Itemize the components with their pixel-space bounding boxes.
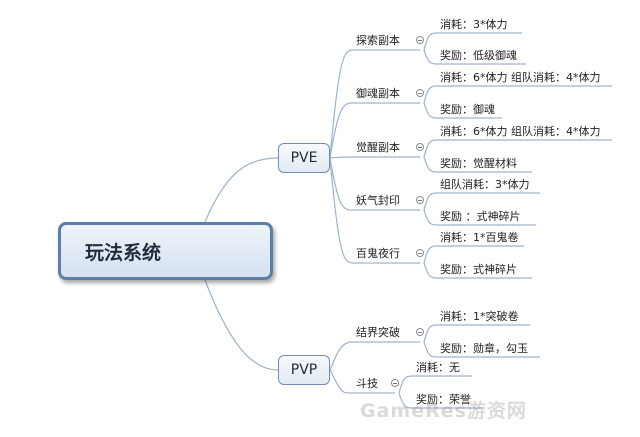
branch-pvp-label: PVP [290,362,318,378]
topic-jiejie-label: 结界突破 [356,326,400,339]
watermark-text: GameRes游资网 [360,400,527,422]
branch-pve[interactable]: PVE [278,143,330,173]
topic-baigui[interactable]: 百鬼夜行 [356,244,400,262]
leaf-text: 消耗：6*体力 组队消耗：4*体力 [440,71,601,84]
leaf-text: 奖励：勋章，勾玉 [440,342,528,355]
connector-pve-baigui [329,157,353,264]
leaf-item[interactable]: 消耗：6*体力 组队消耗：4*体力 [440,123,601,139]
topic-juexing[interactable]: 觉醒副本 [356,138,400,156]
leaf-item[interactable]: 奖励 ：式神碎片 [440,208,521,224]
collapse-icon[interactable] [391,379,399,387]
leaf-item[interactable]: 消耗：无 [416,359,460,375]
leaf-text: 奖励：觉醒材料 [440,157,517,170]
connector-pve-juexing [329,156,353,159]
branch-pve-label: PVE [290,150,318,166]
collapse-icon[interactable] [416,328,424,336]
topic-jiejie[interactable]: 结界突破 [356,323,400,341]
topic-tansuo[interactable]: 探索副本 [356,31,400,49]
collapse-icon[interactable] [416,36,424,44]
leaf-text: 组队消耗：3*体力 [440,178,530,191]
leaf-text: 消耗：3*体力 [440,18,508,31]
leaf-item[interactable]: 奖励：荣誉 [416,391,471,407]
connector-pvp-douji [329,369,349,394]
leaf-item[interactable]: 消耗：3*体力 [440,16,508,32]
topic-yuhun[interactable]: 御魂副本 [356,84,400,102]
leaf-text: 奖励：式神碎片 [440,263,517,276]
leaf-item[interactable]: 消耗：6*体力 组队消耗：4*体力 [440,69,601,85]
leaf-text: 奖励 ：式神碎片 [440,210,521,223]
topic-baigui-label: 百鬼夜行 [356,247,400,260]
branch-pvp[interactable]: PVP [278,355,330,385]
topic-yuhun-label: 御魂副本 [356,87,400,100]
collapse-icon[interactable] [416,196,424,204]
connector-root-pvp [204,279,279,371]
topic-yaoqi[interactable]: 妖气封印 [356,191,400,209]
leaf-text: 消耗：6*体力 组队消耗：4*体力 [440,125,601,138]
connector-pve-tansuo [329,49,353,159]
topic-douji[interactable]: 斗技 [356,374,378,392]
leaf-item[interactable]: 奖励：勋章，勾玉 [440,340,528,356]
leaf-item[interactable]: 消耗：1*突破卷 [440,308,519,324]
connector-pve-yuhun [329,102,353,159]
leaf-text: 奖励：荣誉 [416,393,471,406]
topic-douji-label: 斗技 [356,377,378,390]
topic-yaoqi-label: 妖气封印 [356,194,400,207]
leaf-text: 消耗：1*百鬼卷 [440,231,519,244]
root-node[interactable]: 玩法系统 [58,222,273,280]
leaf-item[interactable]: 组队消耗：3*体力 [440,176,530,192]
leaf-text: 消耗：无 [416,361,460,374]
leaf-text: 奖励：御魂 [440,103,495,116]
leaf-text: 奖励：低级御魂 [440,49,517,62]
leaf-item[interactable]: 消耗：1*百鬼卷 [440,229,519,245]
root-label: 玩法系统 [85,241,162,264]
watermark: GameRes游资网 [360,396,527,423]
connector-pvp-jiejie [329,341,353,371]
connector-root-pve [204,157,279,223]
leaf-item[interactable]: 奖励：式神碎片 [440,261,517,277]
collapse-icon[interactable] [416,89,424,97]
leaf-item[interactable]: 奖励：觉醒材料 [440,155,517,171]
leaf-item[interactable]: 奖励：低级御魂 [440,47,517,63]
leaf-text: 消耗：1*突破卷 [440,310,519,323]
topic-tansuo-label: 探索副本 [356,34,400,47]
leaf-item[interactable]: 奖励：御魂 [440,101,495,117]
topic-juexing-label: 觉醒副本 [356,141,400,154]
connector-pve-yaoqi [329,157,353,211]
collapse-icon[interactable] [416,143,424,151]
collapse-icon[interactable] [416,249,424,257]
